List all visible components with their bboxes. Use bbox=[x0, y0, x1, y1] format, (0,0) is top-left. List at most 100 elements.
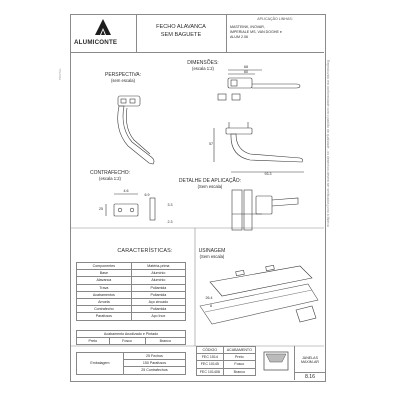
strike-plate-scale: (escala 1:2) bbox=[99, 176, 121, 181]
dimensions-scale: (escala 1:2) bbox=[192, 66, 214, 71]
table-row: Arruela Aço zincado bbox=[76, 297, 187, 307]
title-block: ALUMICONTE FECHO ALAVANCA SEM BAGUETE AP… bbox=[70, 14, 324, 53]
table-cell: Poliamida bbox=[130, 283, 187, 292]
dimensions-label: DIMENSÕES: (escala 1:2) bbox=[178, 60, 228, 71]
table-cell: 25 Contrafechos bbox=[122, 366, 187, 375]
table-cell: Fosco bbox=[108, 337, 146, 346]
application-line: IMPERIALE MS, VAN DOGHE e bbox=[230, 30, 282, 34]
perspective-label: PERSPECTIVA: (sem escala) bbox=[95, 72, 151, 83]
table-row: Trava Poliamida bbox=[76, 283, 187, 292]
title-line-2: SEM BAGUETE bbox=[160, 32, 202, 38]
drawing-sheet bbox=[70, 14, 326, 382]
packaging-label: Embalagem bbox=[76, 352, 124, 375]
dim-machining-a: 26.4 bbox=[205, 296, 213, 300]
table-cell: Poliamida bbox=[130, 290, 187, 299]
application-line: ALUM 2.06 bbox=[230, 35, 248, 39]
machining-scale: (Sem escala) bbox=[199, 254, 225, 259]
dim-strike-width-2: 6.9 bbox=[144, 193, 150, 197]
table-header-cell: ACABAMENTO bbox=[222, 345, 257, 355]
dim-top-width-2: 60 bbox=[244, 70, 248, 74]
application-line: MASTEINK, INOVAR, bbox=[230, 25, 265, 29]
dim-strike-height: 25 bbox=[99, 207, 103, 211]
table-row: FEC 1514 Preto bbox=[196, 353, 257, 362]
table-row: Contrafecho Poliamida bbox=[76, 305, 187, 314]
application-detail-title: DETALHE DE APLICAÇÃO: bbox=[178, 178, 242, 184]
table-header-cell: Componentes bbox=[76, 261, 132, 271]
table-cell: Aço Inox bbox=[130, 312, 187, 321]
table-header-cell: Matéria-prima bbox=[130, 261, 187, 271]
table-cell: Base bbox=[76, 269, 132, 278]
top-view-drawing bbox=[217, 69, 301, 101]
table-cell: Alavanca bbox=[76, 276, 132, 285]
table-cell: Parafusos bbox=[76, 312, 132, 321]
table-header-row: Acabamento Anodizado e Pintado bbox=[76, 329, 186, 339]
footer-box: JANELAS MAXIM-AR 8.16 bbox=[294, 346, 325, 380]
page-number: 8.16 bbox=[295, 372, 325, 380]
packaging-table: Embalagem 25 Fechos 150 Parafusos 25 Con… bbox=[76, 351, 187, 375]
dim-strike-width-1: 4.6 bbox=[123, 189, 129, 193]
table-cell: 150 Parafusos bbox=[122, 359, 187, 368]
characteristics-table: Componentes Matéria-prima Base Alumínio … bbox=[76, 261, 187, 321]
strike-plate-drawing bbox=[105, 193, 156, 221]
dim-side-width: 93.3 bbox=[264, 172, 272, 176]
table-row: FEC 101408 Branco bbox=[196, 367, 257, 376]
strike-plate-title: CONTRAFECHO: bbox=[90, 170, 130, 176]
table-cell: 25 Fechos bbox=[122, 351, 187, 361]
table-row: Parafusos Aço Inox bbox=[76, 312, 187, 321]
table-cell: Preto bbox=[222, 353, 257, 362]
table-cell: Branco bbox=[222, 367, 257, 376]
dim-machining-b: 8 bbox=[210, 304, 212, 308]
application-detail-drawing bbox=[231, 189, 299, 231]
table-cell: Poliamida bbox=[130, 305, 187, 314]
dim-strike-depth-2: 2.3 bbox=[167, 220, 173, 224]
machining-label: USINAGEM (Sem escala) bbox=[192, 248, 232, 259]
table-cell: Branco bbox=[144, 337, 187, 346]
table-row: Acabamentos Poliamida bbox=[76, 290, 187, 299]
table-row: Alavanca Alumínio bbox=[76, 276, 187, 285]
perspective-scale: (sem escala) bbox=[111, 78, 135, 83]
table-row: Embalagem 25 Fechos bbox=[76, 351, 187, 375]
dim-top-width-1: 68 bbox=[244, 65, 248, 69]
table-row: 25 Contrafechos bbox=[77, 366, 187, 375]
finish-title: Acabamento Anodizado e Pintado bbox=[76, 329, 186, 339]
table-cell: Alumínio bbox=[130, 276, 187, 285]
finish-table: Acabamento Anodizado e Pintado Preto Fos… bbox=[76, 329, 187, 346]
table-row: Preto Fosco Branco bbox=[76, 337, 187, 346]
table-row: 150 Parafusos bbox=[77, 359, 187, 368]
table-header-row: CÓDIGO ACABAMENTO bbox=[196, 345, 257, 355]
window-icon bbox=[263, 351, 289, 371]
alumiconte-logo-icon bbox=[95, 19, 111, 35]
table-header-cell: CÓDIGO bbox=[196, 345, 224, 355]
perspective-title: PERSPECTIVA: bbox=[104, 72, 142, 78]
dimensions-title: DIMENSÕES: bbox=[187, 60, 219, 66]
table-cell: Arruela bbox=[76, 297, 132, 307]
application-label: APLICAÇÃO LINHAS: bbox=[257, 17, 293, 21]
footer-text: JANELAS MAXIM-AR bbox=[295, 356, 325, 365]
logo-area: ALUMICONTE bbox=[70, 14, 137, 52]
strike-plate-label: CONTRAFECHO: (escala 1:2) bbox=[80, 170, 140, 181]
machining-title: USINAGEM bbox=[198, 248, 226, 254]
dim-strike-depth-1: 3.3 bbox=[167, 203, 173, 207]
footer-line-2: MAXIM-AR bbox=[301, 360, 319, 365]
product-title: FECHO ALAVANCA SEM BAGUETE bbox=[136, 14, 227, 52]
title-line-1: FECHO ALAVANCA bbox=[156, 24, 206, 30]
perspective-drawing bbox=[117, 95, 155, 165]
table-cell: Alumínio bbox=[130, 269, 187, 278]
table-cell: FEC 10145 bbox=[196, 360, 224, 369]
characteristics-title: CARACTERÍSTICAS: bbox=[117, 248, 173, 254]
table-cell: Trava bbox=[76, 283, 132, 292]
table-cell: FEC 101408 bbox=[196, 367, 224, 376]
table-header-row: Componentes Matéria-prima bbox=[76, 261, 187, 271]
codes-table: CÓDIGO ACABAMENTO FEC 1514 Preto FEC 101… bbox=[196, 345, 257, 376]
application-detail-label: DETALHE DE APLICAÇÃO: (Sem escala) bbox=[175, 178, 245, 189]
table-row: FEC 10145 Fosco bbox=[196, 360, 257, 369]
application-detail-scale: (Sem escala) bbox=[197, 184, 223, 189]
table-cell: FEC 1514 bbox=[196, 353, 224, 362]
machining-drawing bbox=[199, 264, 319, 325]
footer-line-1: JANELAS bbox=[302, 356, 318, 360]
table-row: Base Alumínio bbox=[76, 269, 187, 278]
table-cell: Fosco bbox=[222, 360, 257, 369]
table-cell: Preto bbox=[76, 337, 110, 346]
logo-text: ALUMICONTE bbox=[74, 39, 118, 46]
